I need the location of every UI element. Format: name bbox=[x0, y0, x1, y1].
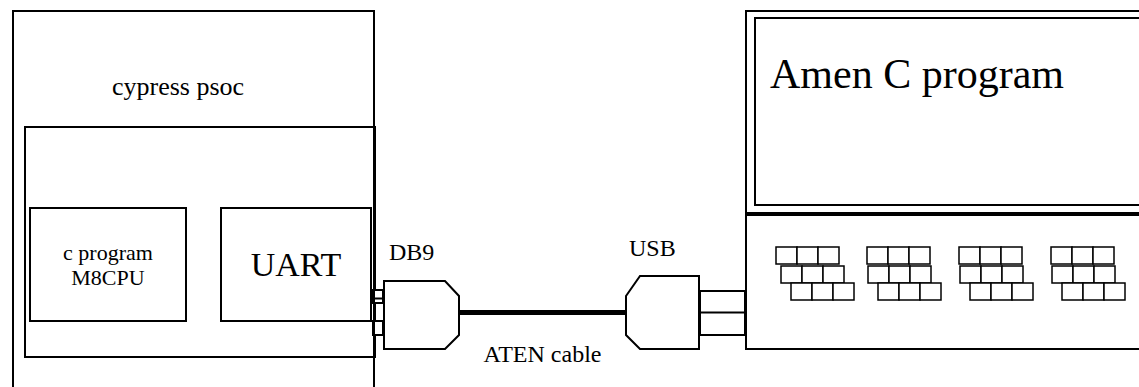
board-outline bbox=[25, 127, 375, 357]
screen-frame bbox=[746, 11, 1139, 213]
component-name: c program M8CPU bbox=[35, 239, 181, 290]
key bbox=[1051, 247, 1072, 264]
key bbox=[802, 266, 823, 283]
key bbox=[920, 283, 941, 300]
usb-outline bbox=[625, 275, 700, 350]
cable-label: ATEN cable bbox=[481, 341, 605, 368]
key bbox=[1094, 266, 1115, 283]
key bbox=[899, 283, 920, 300]
key bbox=[1062, 283, 1083, 300]
key bbox=[818, 247, 839, 264]
key bbox=[867, 247, 888, 264]
key bbox=[833, 283, 854, 300]
cable bbox=[700, 312, 745, 314]
connector: USB bbox=[625, 275, 700, 350]
key bbox=[909, 247, 930, 264]
key bbox=[868, 266, 889, 283]
component-name: cypress psoc bbox=[112, 72, 244, 102]
component-box: c program M8CPU bbox=[29, 207, 187, 322]
key bbox=[980, 247, 1001, 264]
computer: Amen C program bbox=[745, 10, 1139, 350]
key bbox=[797, 247, 818, 264]
key bbox=[889, 266, 910, 283]
keyboard-base bbox=[746, 215, 1139, 349]
key bbox=[1073, 266, 1094, 283]
key bbox=[1104, 283, 1125, 300]
connector: DB9 bbox=[383, 275, 460, 350]
connector-name: USB bbox=[629, 235, 676, 263]
key bbox=[1093, 247, 1114, 264]
key bbox=[991, 283, 1012, 300]
key bbox=[781, 266, 802, 283]
key bbox=[959, 247, 980, 264]
key bbox=[1052, 266, 1073, 283]
key bbox=[1083, 283, 1104, 300]
key bbox=[888, 247, 909, 264]
key bbox=[1002, 266, 1023, 283]
usb-plug bbox=[700, 291, 745, 335]
component-box: cypress psoc c program M8CPU UART bbox=[12, 10, 375, 387]
db9-outline bbox=[383, 275, 460, 350]
key bbox=[970, 283, 991, 300]
component-box: UART bbox=[220, 207, 372, 322]
db9-shell bbox=[384, 281, 459, 349]
connector-name: DB9 bbox=[389, 239, 434, 267]
key bbox=[776, 247, 797, 264]
key bbox=[823, 266, 844, 283]
key bbox=[878, 283, 899, 300]
key bbox=[812, 283, 833, 300]
usb-shell bbox=[626, 276, 699, 349]
key bbox=[960, 266, 981, 283]
key bbox=[1001, 247, 1022, 264]
key bbox=[981, 266, 1002, 283]
key bbox=[791, 283, 812, 300]
cable bbox=[460, 310, 625, 315]
key bbox=[1072, 247, 1093, 264]
key bbox=[1012, 283, 1033, 300]
screen bbox=[755, 18, 1139, 205]
screen-text: Amen C program bbox=[770, 50, 1064, 98]
key bbox=[910, 266, 931, 283]
component-name: UART bbox=[226, 245, 366, 284]
